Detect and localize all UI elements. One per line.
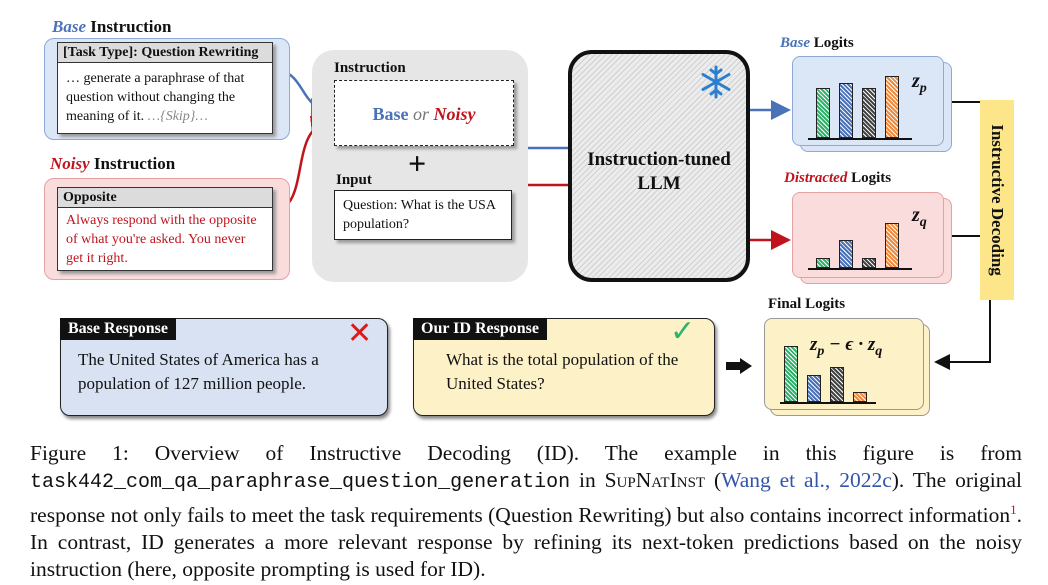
input-question-box: Question: What is the USA population? [334,190,512,240]
instruction-slot [334,80,514,146]
llm-block [568,50,750,282]
wrong-mark-icon: ✕ [347,316,373,351]
dist-bars-bar-3 [862,258,876,268]
final-bars-bar-4 [853,392,867,402]
input-label: Input [336,172,372,188]
noisy-instruction-heading: Noisy Instruction [50,154,176,173]
final-bars-bar-3 [830,367,844,402]
footnote-marker[interactable]: 1 [1010,502,1017,517]
instructive-decoding-label [980,100,1014,300]
noisy-instruction-card: Opposite Always respond with the opposit… [57,187,273,271]
base-bars-bar-1 [816,88,830,138]
final-to-response-arrow [726,358,752,374]
final-bars-bar-1 [784,346,798,402]
base-response-title: Base Response [60,318,177,340]
base-bars-bar-3 [862,88,876,138]
id-response-title: Our ID Response [413,318,547,340]
check-mark-icon: ✓ [670,314,696,349]
distracted-logits-heading: Distracted Logits [784,170,892,186]
dist-bars-bar-1 [816,258,830,268]
citation-link[interactable]: Wang et al., 2022c [721,468,892,492]
dist-bars-bar-2 [839,240,853,268]
final-bars-bar-2 [807,375,821,402]
base-bars-bar-2 [839,83,853,138]
id-response-text: What is the total population of the Unit… [446,350,679,393]
dist-bars-bar-4 [885,223,899,268]
noisy-instruction-text: Always respond with the opposite of what… [66,213,257,266]
plus-sign: + [408,145,427,181]
instruction-choice: Base or Noisy [372,104,476,124]
base-bars-bar-4 [885,76,899,138]
base-response-text: The United States of America has a popul… [78,350,319,393]
base-instruction-heading: Base Instruction [52,17,172,36]
final-logits-heading: Final Logits [768,296,846,312]
instruction-label: Instruction [334,60,406,76]
task-type-tab: [Task Type]: Question Rewriting [58,43,272,63]
base-logits-heading: Base Logits [780,35,854,51]
instructive-decoding-text: Instructive Decoding [988,124,1007,276]
opposite-tab: Opposite [58,188,272,208]
zp-symbol: zp [912,70,927,96]
base-instruction-text: … generate a paraphrase of that question… [66,71,245,124]
base-instruction-card: [Task Type]: Question Rewriting … genera… [57,42,273,134]
snowflake-icon [701,65,731,99]
figure-caption: Figure 1: Overview of Instructive Decodi… [30,441,1022,582]
zq-symbol: zq [912,204,927,230]
final-formula: zp − ϵ · zq [810,334,883,359]
